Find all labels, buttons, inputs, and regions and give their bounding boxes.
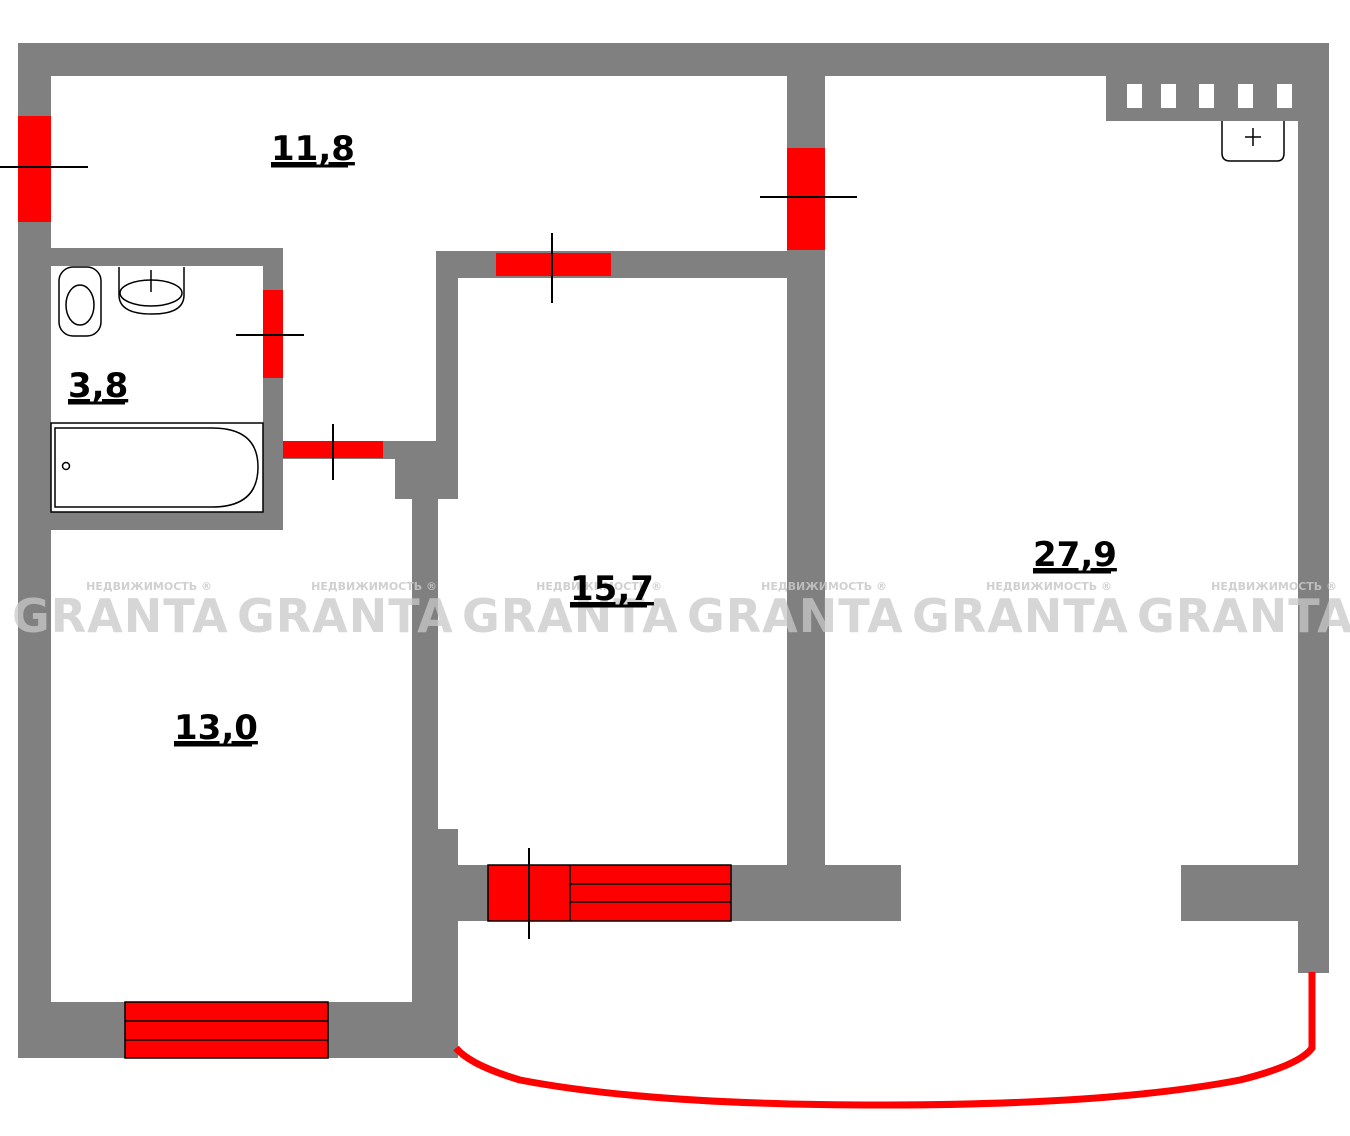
bathtub-icon: [50, 422, 264, 513]
bathtub-drain: [61, 461, 71, 471]
watermark-tagline: НЕДВИЖИМОСТЬ ®: [761, 580, 887, 593]
watermark-tagline: НЕДВИЖИМОСТЬ ®: [536, 580, 662, 593]
door-ticks: [0, 166, 857, 939]
window-outline: [487, 864, 732, 922]
bedroom-door: [496, 253, 611, 276]
watermark-brand: GRANTA: [912, 589, 1129, 643]
vent-slot: [1161, 84, 1176, 108]
room-area-bedroom: 15,7: [570, 569, 654, 609]
window-outline: [124, 1001, 329, 1059]
wall-kitchen-bedroom-lower: [412, 829, 458, 1058]
wall-hall-bedroom-left: [436, 251, 458, 499]
wall-bedroom-living: [787, 251, 825, 865]
toilet-bowl: [65, 284, 95, 326]
room-area-kitchen: 13,0: [174, 708, 258, 748]
wall-hall-bedroom-top: [436, 251, 825, 278]
vent-slot: [1277, 84, 1292, 108]
wall-corner-block: [395, 441, 458, 499]
outer-wall-top: [18, 43, 1329, 76]
wall-bath-bottom: [51, 512, 283, 530]
window-bedroom: [487, 864, 732, 922]
vent-slot: [1127, 84, 1142, 108]
window-pane: [125, 1002, 328, 1058]
vent-slot: [1238, 84, 1253, 108]
toilet-tank: [58, 266, 102, 337]
room-area-hall: 11,8: [271, 129, 355, 169]
watermark-brand: GRANTA: [687, 589, 904, 643]
watermark-tagline: НЕДВИЖИМОСТЬ ®: [311, 580, 437, 593]
vent-shaft: [1127, 84, 1292, 108]
vent-slot: [1199, 84, 1214, 108]
window-pane: [570, 865, 731, 921]
wall-living-bottom-right: [1181, 865, 1329, 921]
bathtub-frame: [50, 422, 264, 513]
watermark-tagline: НЕДВИЖИМОСТЬ ®: [1211, 580, 1337, 593]
sink-icon: [118, 267, 185, 315]
entrance-door: [18, 116, 51, 222]
kitchen-sink-icon: [1221, 121, 1285, 162]
balcony-curve: [453, 972, 1316, 1109]
watermark-brand: GRANTA: [237, 589, 454, 643]
watermark-brand: GRANTA: [462, 589, 679, 643]
watermark-brand: GRANTA: [1137, 589, 1350, 643]
window-kitchen: [124, 1001, 329, 1059]
outer-wall-right: [1298, 43, 1329, 973]
living-door: [787, 148, 825, 250]
wall-bath-top: [51, 248, 281, 266]
room-area-bathroom: 3,8: [68, 366, 128, 406]
toilet-icon: [58, 266, 102, 337]
bathtub-inner: [54, 427, 259, 508]
area-labels: 11,8 3,8 13,0 15,7 27,9: [68, 129, 1117, 748]
kitchen-sink-basin: [1221, 121, 1285, 162]
room-area-living: 27,9: [1033, 535, 1117, 575]
watermark-tagline: НЕДВИЖИМОСТЬ ®: [986, 580, 1112, 593]
watermark-brand: GRANTA: [12, 589, 229, 643]
watermark-tagline: НЕДВИЖИМОСТЬ ®: [86, 580, 212, 593]
sink-basin: [118, 267, 185, 315]
